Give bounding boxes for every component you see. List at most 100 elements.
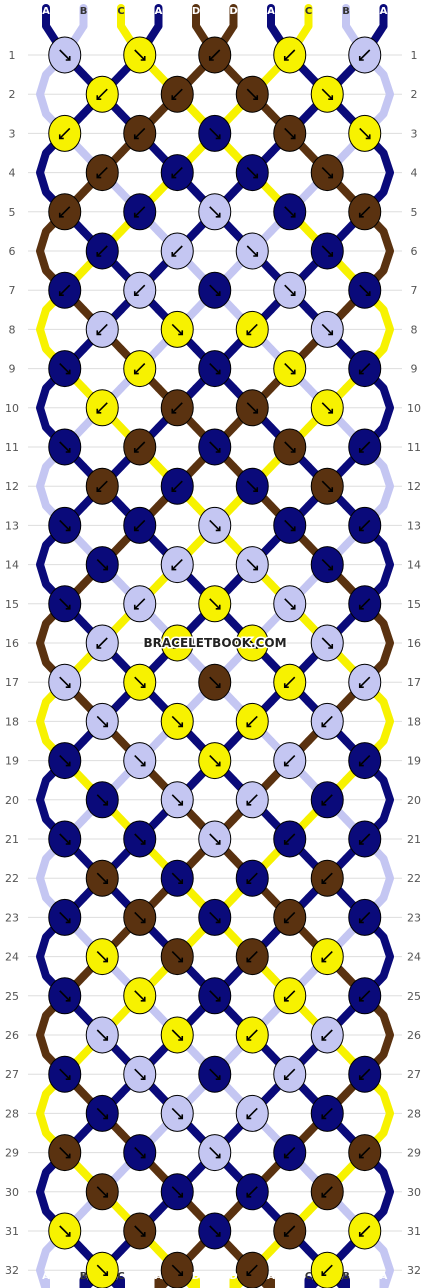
edge-thread-segment [36,387,50,429]
edge-thread-segment [379,622,394,664]
edge-thread-segment [36,622,50,664]
arrow-down-left-icon [134,363,146,375]
knot [48,193,82,231]
knot [160,781,194,819]
row-number-left: 10 [5,402,19,415]
arrow-down-right-icon [171,323,183,335]
edge-thread-segment [36,73,50,115]
arrow-head [178,722,184,728]
top-string-label: D [229,6,237,17]
knot [235,1173,269,1211]
arrow-head [215,683,221,689]
arrow-head [103,879,109,885]
arrow-down-left-icon [359,755,371,767]
arrow-head [96,95,102,100]
row-number-right: 22 [407,872,421,885]
arrow-down-right-icon [59,49,71,61]
arrow-down-right-icon [96,1107,108,1119]
knot [160,1173,194,1211]
arrow-head [103,1114,109,1120]
arrow-head [65,604,71,610]
arrow-head [253,408,259,414]
arrow-down-left-icon [284,676,296,688]
edge-thread-segment [379,386,394,429]
arrow-down-right-icon [96,715,108,727]
row-number-left: 2 [9,88,16,101]
arrow-head [290,134,296,140]
bottom-string-label: A [267,1271,275,1282]
arrow-head [103,565,109,571]
row-number-left: 1 [9,49,16,62]
knot [198,193,232,231]
arrow-head [290,291,296,297]
knot [48,506,82,544]
arrow-head [215,212,221,218]
knot [273,350,307,388]
knot [85,232,119,270]
arrow-down-left-icon [284,49,296,61]
knot [348,114,382,152]
arrow-head [58,212,64,218]
arrow-down-right-icon [284,206,296,218]
knot [198,1134,232,1172]
knot [310,467,344,505]
arrow-head [358,918,364,924]
knot [48,663,82,701]
knot [160,624,194,662]
row-number-right: 7 [411,284,418,297]
arrow-down-left-icon [284,990,296,1002]
arrow-down-left-icon [321,872,333,884]
knot [273,193,307,231]
arrow-head [358,1075,364,1080]
row-number-left: 32 [5,1264,19,1277]
row-number-right: 3 [411,127,418,140]
arrow-down-right-icon [171,1264,183,1276]
arrow-down-right-icon [59,519,71,531]
top-string-label: A [267,6,275,17]
arrow-down-left-icon [359,1147,371,1159]
arrow-down-right-icon [284,441,296,453]
arrow-down-right-icon [359,127,371,139]
watermark-text: BRACELETBOOK.COM [143,636,286,650]
arrow-head [215,448,221,453]
row-number-left: 29 [5,1147,19,1160]
arrow-down-left-icon [246,1264,258,1276]
knot [85,938,119,976]
knot [235,938,269,976]
arrow-down-right-icon [59,911,71,923]
knot [273,506,307,544]
arrow-down-left-icon [246,1107,258,1119]
knot [348,820,382,858]
top-string-label: A [380,6,388,17]
knot [48,977,82,1015]
arrow-down-right-icon [171,715,183,727]
arrow-down-right-icon [321,245,333,257]
knot-layer [48,36,382,1288]
knot [160,310,194,348]
knot [348,1212,382,1250]
arrow-down-right-icon [321,637,333,649]
arrow-down-right-icon [171,951,183,963]
knot [198,663,232,701]
arrow-down-right-icon [134,1147,146,1159]
row-number-right: 29 [407,1147,421,1160]
row-number-right: 26 [407,1029,421,1042]
edge-thread-segment [36,151,50,194]
row-number-right: 5 [411,206,418,219]
row-number-right: 25 [407,990,421,1003]
row-number-left: 24 [5,951,19,964]
arrow-down-left-icon [171,559,183,571]
knot [235,859,269,897]
top-string-label: A [42,6,50,17]
knot [310,1251,344,1288]
arrow-head [215,369,221,375]
arrow-head [283,918,289,924]
row-number-right: 6 [411,245,418,258]
edge-thread-segment [379,1092,394,1135]
arrow-down-right-icon [246,88,258,100]
edge-thread-segment [36,308,50,351]
arrow-head [328,644,334,649]
row-number-left: 22 [5,872,19,885]
knot [123,977,157,1015]
row-number-left: 17 [5,676,19,689]
